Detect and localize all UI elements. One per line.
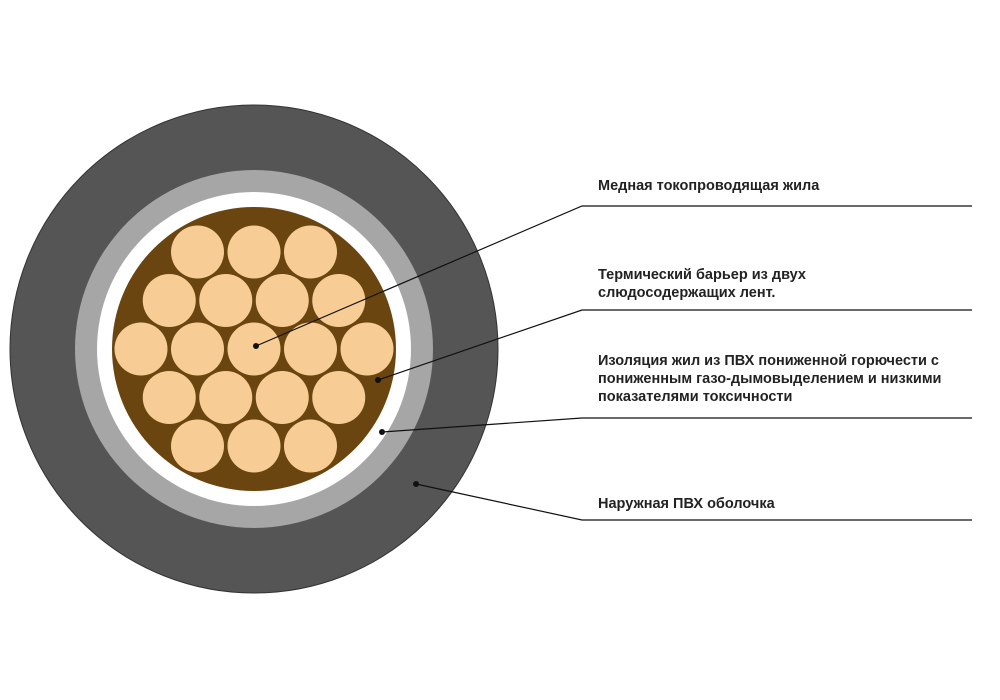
leader-pvc-insulation-dot bbox=[379, 429, 385, 435]
copper-wire bbox=[255, 371, 309, 424]
label-pvc-insulation-line-1: Изоляция жил из ПВХ пониженной горючести… bbox=[598, 353, 939, 369]
label-pvc-insulation-line-3: показателями токсичности bbox=[598, 389, 793, 405]
copper-wire bbox=[227, 322, 281, 376]
copper-wire bbox=[171, 419, 224, 473]
leader-pvc-insulation bbox=[379, 417, 972, 435]
label-pvc-insulation: Изоляция жил из ПВХ пониженной горючести… bbox=[598, 352, 941, 406]
label-copper-core-line-1: Медная токопроводящая жила bbox=[598, 178, 820, 194]
leader-copper-core-dot bbox=[253, 343, 259, 349]
copper-wire bbox=[340, 322, 394, 376]
copper-wire bbox=[142, 274, 196, 327]
copper-wire bbox=[312, 371, 366, 424]
copper-wires-group bbox=[114, 225, 394, 473]
copper-wire bbox=[171, 322, 224, 376]
leader-copper-core bbox=[253, 205, 972, 349]
leader-outer-sheath bbox=[413, 481, 972, 521]
label-mica-barrier-line-1: Термический барьер из двух bbox=[598, 267, 806, 283]
leader-pvc-insulation-line bbox=[381, 417, 972, 433]
copper-wire bbox=[114, 322, 168, 376]
label-mica-barrier: Термический барьер из двух слюдосодержащ… bbox=[598, 266, 806, 302]
copper-wire bbox=[227, 419, 281, 473]
label-mica-barrier-line-2: слюдосодержащих лент. bbox=[598, 285, 776, 301]
copper-wire bbox=[284, 419, 337, 473]
copper-wire bbox=[284, 322, 337, 376]
copper-wire bbox=[227, 225, 281, 279]
copper-wire bbox=[142, 371, 196, 424]
leader-copper-core-line bbox=[255, 205, 972, 347]
leader-outer-sheath-dot bbox=[413, 481, 419, 487]
leader-mica-barrier bbox=[375, 309, 972, 383]
copper-wire bbox=[312, 274, 366, 327]
copper-wire bbox=[199, 371, 253, 424]
label-copper-core: Медная токопроводящая жила bbox=[598, 177, 819, 195]
copper-wire bbox=[255, 274, 309, 327]
copper-wire bbox=[171, 225, 224, 279]
leader-mica-barrier-dot bbox=[375, 377, 381, 383]
copper-wire bbox=[199, 274, 253, 327]
label-outer-sheath-line-1: Наружная ПВХ оболочка bbox=[598, 496, 775, 512]
copper-wire bbox=[284, 225, 337, 279]
leader-outer-sheath-line bbox=[415, 483, 972, 521]
label-outer-sheath: Наружная ПВХ оболочка bbox=[598, 495, 775, 513]
leader-lines-group bbox=[253, 205, 972, 521]
leader-mica-barrier-line bbox=[377, 309, 972, 381]
label-pvc-insulation-line-2: пониженным газо-дымовыделением и низкими bbox=[598, 371, 942, 387]
